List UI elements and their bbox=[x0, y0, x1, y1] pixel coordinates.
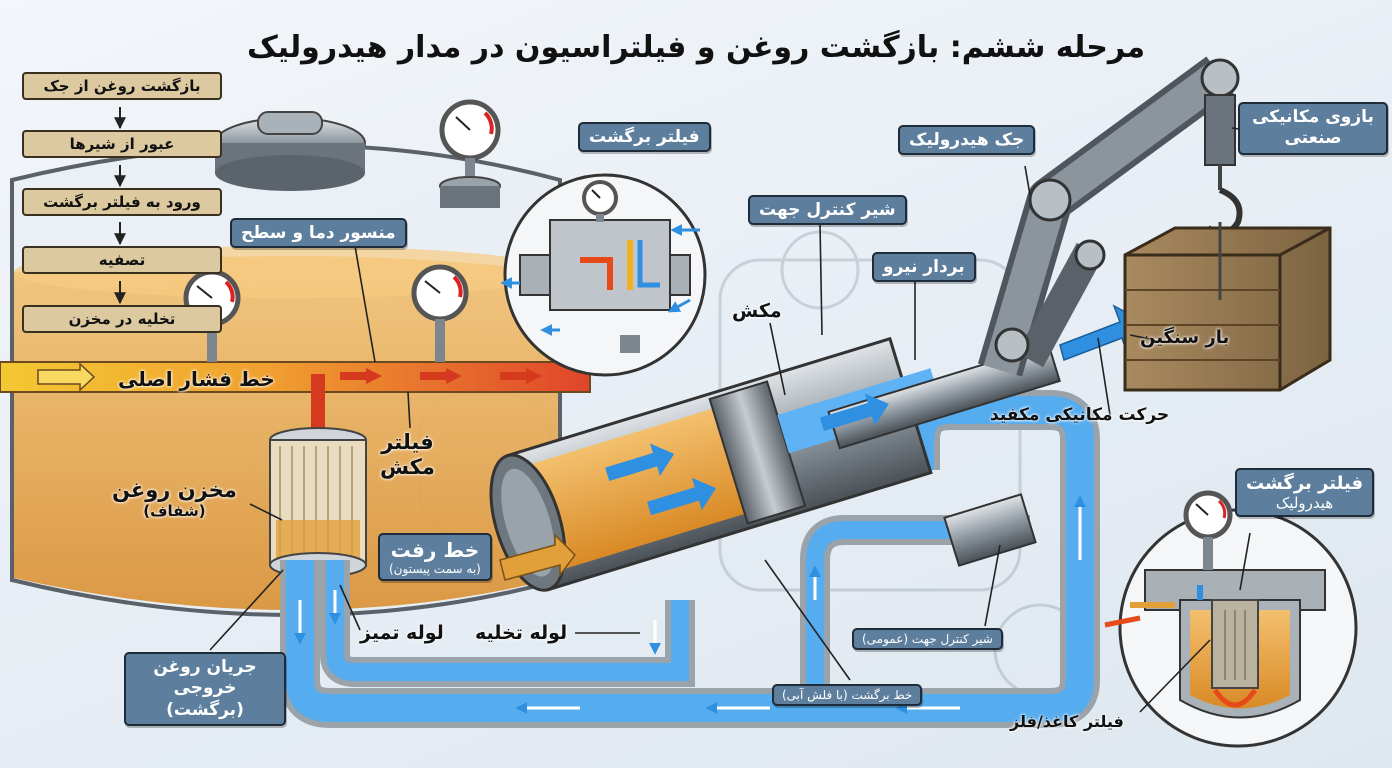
flow-step-4: تصفیه bbox=[22, 246, 222, 274]
return-line-label: خط برگشت (با فلش آبی) bbox=[772, 684, 923, 706]
sensor-label: منسور دما و سطح bbox=[230, 218, 407, 248]
return-filter-detail-circle bbox=[1104, 490, 1358, 748]
supply-line-label: خط رفت(به سمت پیستون) bbox=[378, 533, 492, 581]
pressure-gauge-icon bbox=[411, 264, 469, 362]
paper-metal-filter-label: فیلتر کاغذ/فلز bbox=[1010, 712, 1124, 731]
hook-icon bbox=[1206, 165, 1243, 236]
leader-lines bbox=[209, 127, 1251, 713]
mechanical-motion-label: حرکت مکانیکی مکفید bbox=[990, 405, 1170, 425]
direction-valve-general-label: شیر کنترل جهت (عمومی) bbox=[852, 628, 1003, 650]
crate-icon bbox=[1123, 222, 1332, 392]
direction-valve-icon bbox=[943, 493, 1037, 567]
page-title: مرحله ششم: بازگشت روغن و فیلتراسیون در م… bbox=[246, 30, 1146, 65]
main-pressure-line-label: خط فشار اصلی bbox=[118, 367, 275, 391]
flow-step-3: ورود به فیلتر برگشت bbox=[22, 188, 222, 216]
return-filter-top-label: فیلتر برگشت bbox=[578, 122, 711, 152]
load-label: بار سنگین bbox=[1140, 327, 1230, 348]
flow-step-1: بازگشت روغن از جک bbox=[22, 72, 222, 100]
arm-label: بازوی مکانیکی صنعتی bbox=[1238, 102, 1388, 155]
suction-filter bbox=[269, 427, 367, 578]
piston-label: مکش bbox=[732, 300, 782, 322]
clean-pipe-label: لوله تمیز bbox=[360, 622, 444, 644]
main-pressure-line bbox=[0, 361, 591, 460]
detail-valve-circle bbox=[500, 173, 707, 377]
pressure-gauge-icon bbox=[439, 99, 501, 208]
flow-step-5: تخلیه در مخزن bbox=[22, 305, 222, 333]
force-vector-label: بردار نیرو bbox=[872, 252, 976, 282]
direction-valve-label: شیر کنترل جهت bbox=[748, 195, 907, 225]
hydraulic-cylinder bbox=[489, 336, 1061, 592]
tank-label: مخزن روغن(شفاف) bbox=[112, 478, 237, 520]
flow-step-2: عبور از شیرها bbox=[22, 130, 222, 158]
drain-pipe-label: لوله تخلیه bbox=[475, 622, 568, 644]
jack-label: جک هیدرولیک bbox=[898, 125, 1036, 155]
mechanical-arm bbox=[977, 56, 1240, 377]
